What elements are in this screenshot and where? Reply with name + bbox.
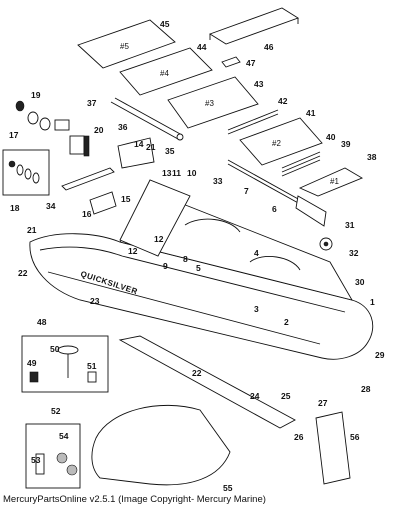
callout-55: 55 [223,483,233,493]
callout-28: 28 [361,384,371,394]
callout-22b: 22 [192,368,202,378]
callout-12b: 12 [154,234,164,244]
callout-21a: 21 [146,142,156,152]
callout-17: 17 [9,130,19,140]
callout-13: 13 [162,168,172,178]
callout-34: 34 [46,201,56,211]
storage-bag [91,404,231,486]
callout-41: 41 [306,108,316,118]
floor-panel-4-label: #4 [160,69,169,78]
small-tag-part [221,56,241,68]
callout-24: 24 [250,391,260,401]
callout-50: 50 [50,344,60,354]
callout-39: 39 [341,139,351,149]
callout-26: 26 [294,432,304,442]
floor-panel-2: #2 [239,117,323,166]
callout-32: 32 [349,248,359,258]
pump-kit-box [21,335,109,393]
callout-18: 18 [10,203,20,213]
callout-numbers: 1 2 3 4 5 6 7 8 9 10 11 12 12 13 14 15 1… [9,19,385,493]
transom-board [119,179,191,257]
callout-54: 54 [59,431,69,441]
callout-22a: 22 [18,268,28,278]
callout-1: 1 [370,297,375,307]
floor-panel-5: #5 [77,19,176,69]
callout-3: 3 [254,304,259,314]
callout-23: 23 [90,296,100,306]
callout-14: 14 [134,139,144,149]
o-ring-set [2,149,50,196]
callout-25: 25 [281,391,291,401]
keel-strip [118,335,296,429]
callout-51: 51 [87,361,97,371]
handle-patch [89,191,117,215]
inflation-valve [319,237,333,251]
callout-9: 9 [163,261,168,271]
callout-12a: 12 [128,246,138,256]
callout-48: 48 [37,317,47,327]
callout-5: 5 [196,263,201,273]
callout-20: 20 [94,125,104,135]
oar-bag [315,411,351,485]
callout-45: 45 [160,19,170,29]
callout-44: 44 [197,42,207,52]
callout-7: 7 [244,186,249,196]
callout-36: 36 [118,122,128,132]
floor-panel-2-label: #2 [272,139,281,148]
callout-40: 40 [326,132,336,142]
floor-panel-5-label: #5 [120,42,129,51]
callout-30: 30 [355,277,365,287]
tube-support [110,97,184,141]
velcro-strip [61,167,115,191]
callout-49: 49 [27,358,37,368]
callout-46: 46 [264,42,274,52]
callout-27: 27 [318,398,328,408]
floor-rail-strips [227,109,321,177]
callout-52: 52 [51,406,61,416]
callout-2: 2 [284,317,289,327]
floor-panel-4: #4 [119,47,213,96]
callout-29: 29 [375,350,385,360]
callout-8: 8 [183,254,188,264]
floor-panel-1-label: #1 [330,177,339,186]
callout-43: 43 [254,79,264,89]
floor-panel-3: #3 [167,76,259,129]
callout-6: 6 [272,204,277,214]
callout-47: 47 [246,58,256,68]
pocket-patch [117,137,155,169]
callout-33: 33 [213,176,223,186]
callout-37: 37 [87,98,97,108]
callout-42: 42 [278,96,288,106]
storage-cover [208,7,300,45]
callout-53: 53 [31,455,41,465]
callout-31: 31 [345,220,355,230]
callout-16: 16 [82,209,92,219]
callout-56: 56 [350,432,360,442]
callout-19: 19 [31,90,41,100]
image-caption: MercuryPartsOnline v2.5.1 (Image Copyrig… [3,494,266,505]
floor-panel-1: #1 [298,167,364,197]
oarlock-assembly [15,100,90,157]
inflatable-boat-hull: QUICKSILVER [29,194,374,360]
callout-15: 15 [121,194,131,204]
callout-21b: 21 [27,225,37,235]
repair-kit-box [25,423,81,489]
callout-35: 35 [165,146,175,156]
callout-38: 38 [367,152,377,162]
floor-panel-3-label: #3 [205,99,214,108]
callout-4: 4 [254,248,259,258]
callout-10: 10 [187,168,197,178]
oar [227,159,327,227]
callout-11: 11 [172,168,181,178]
